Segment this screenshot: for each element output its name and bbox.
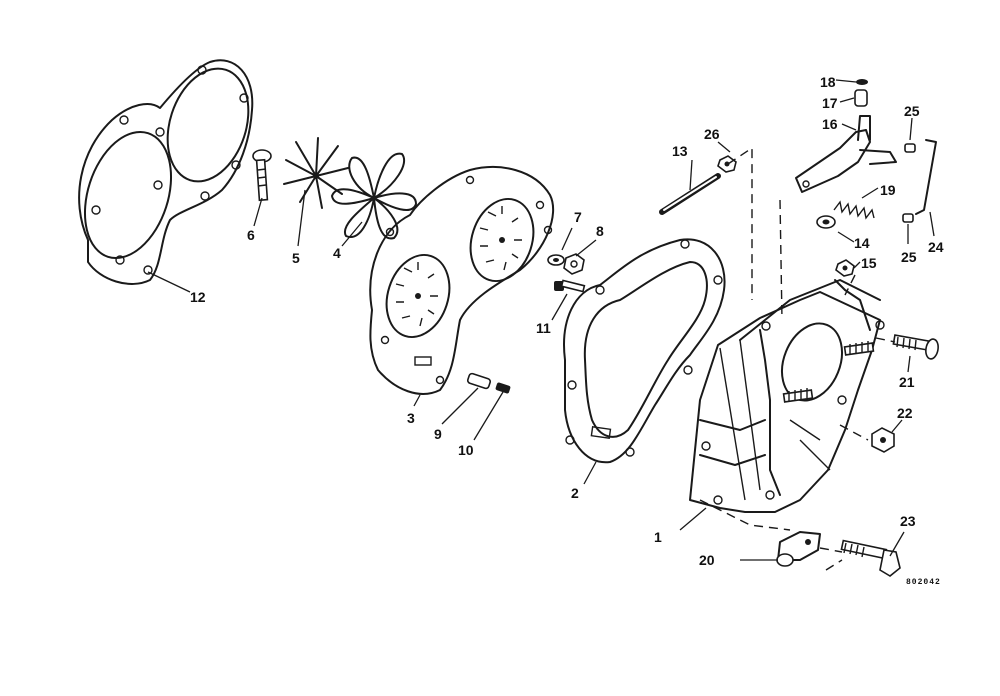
part-9-pin <box>466 372 492 390</box>
callout-23: 23 <box>900 513 916 529</box>
callout-22: 22 <box>897 405 913 421</box>
alignment-lines <box>699 146 896 571</box>
housing-stud-2 <box>782 388 814 403</box>
callout-25-upper: 25 <box>904 103 920 119</box>
part-4-reed-petal <box>331 152 417 240</box>
callout-labels: 1 2 3 4 5 6 7 8 9 10 11 12 13 14 15 16 1… <box>190 74 944 587</box>
part-21-bolt <box>892 334 939 360</box>
part-16-lever <box>795 115 897 193</box>
callout-13: 13 <box>672 143 688 159</box>
part-15-nut <box>835 259 855 277</box>
callout-19: 19 <box>880 182 896 198</box>
callout-14: 14 <box>854 235 870 251</box>
callout-5: 5 <box>292 250 300 266</box>
part-1-housing <box>689 279 885 513</box>
part-24-link-rod <box>915 139 937 215</box>
callout-3: 3 <box>407 410 415 426</box>
callout-9: 9 <box>434 426 442 442</box>
part-17-bushing <box>854 89 868 107</box>
part-22-nut <box>871 427 895 453</box>
part-5-reed-star <box>283 137 349 209</box>
callout-25-lower: 25 <box>901 249 917 265</box>
part-25-clip-lower <box>902 213 914 223</box>
part-7-washer <box>547 254 565 266</box>
part-20-clamp <box>776 531 821 567</box>
part-19-spring <box>833 200 875 220</box>
callout-12: 12 <box>190 289 206 305</box>
callout-16: 16 <box>822 116 838 132</box>
callout-24: 24 <box>928 239 944 255</box>
part-6-screw <box>252 149 272 202</box>
part-14-bushing <box>816 215 836 229</box>
callout-21: 21 <box>899 374 915 390</box>
leader-lines <box>147 79 935 561</box>
part-12-gasket <box>78 59 254 285</box>
callout-26: 26 <box>704 126 720 142</box>
part-18-clip <box>856 79 868 85</box>
callout-4: 4 <box>333 245 341 261</box>
part-11-bolt <box>554 279 586 293</box>
callout-17: 17 <box>822 95 838 111</box>
part-25-clip-upper <box>904 143 916 153</box>
callout-15: 15 <box>861 255 877 271</box>
part-10-screw <box>495 382 511 394</box>
callout-8: 8 <box>596 223 604 239</box>
callout-10: 10 <box>458 442 474 458</box>
part-8-nut <box>563 253 585 275</box>
drawing-code: 802042 <box>906 578 941 587</box>
callout-18: 18 <box>820 74 836 90</box>
callout-7: 7 <box>574 209 582 225</box>
part-3-reed-plate <box>369 166 555 395</box>
callout-20: 20 <box>699 552 715 568</box>
part-26-nut <box>717 155 737 173</box>
part-2-gasket <box>563 238 726 464</box>
callout-11: 11 <box>536 320 551 336</box>
callout-1: 1 <box>654 529 662 545</box>
housing-stud <box>843 341 875 356</box>
part-13-rod <box>659 173 721 215</box>
part-23-bolt <box>840 539 901 577</box>
callout-2: 2 <box>571 485 579 501</box>
callout-6: 6 <box>247 227 255 243</box>
